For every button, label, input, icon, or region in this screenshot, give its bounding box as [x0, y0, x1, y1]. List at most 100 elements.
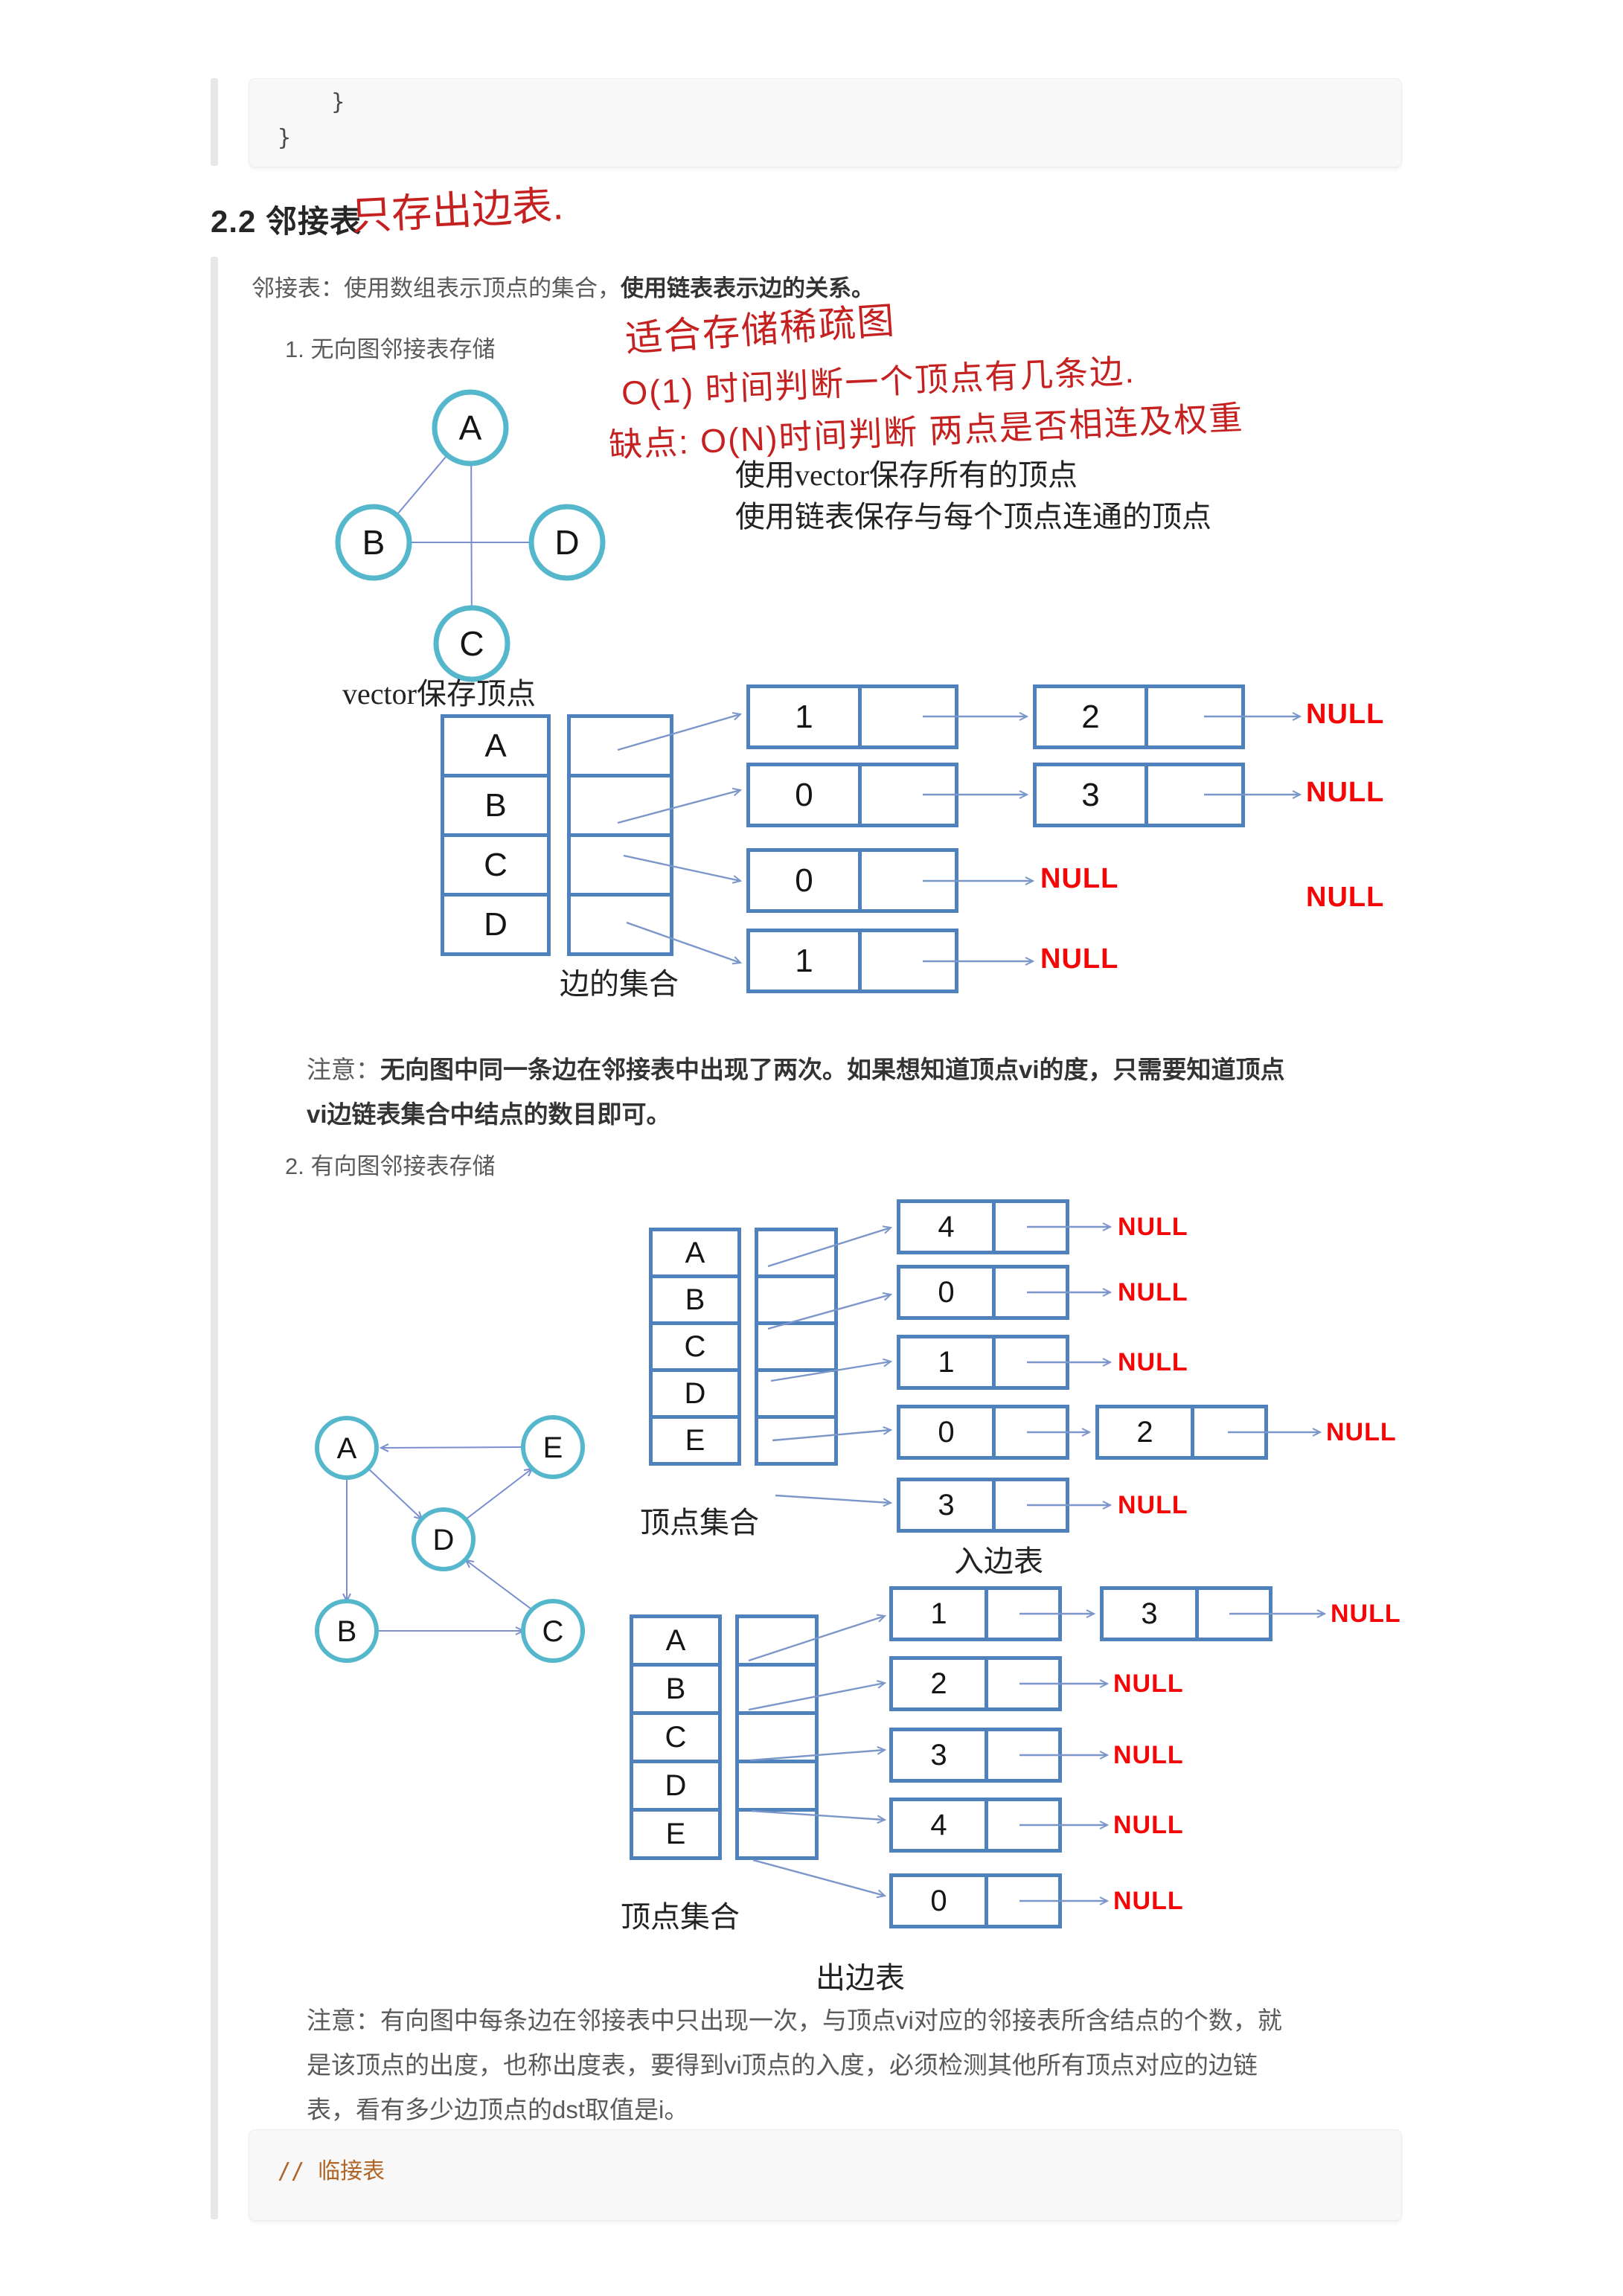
list-node-value: 3: [900, 1481, 996, 1529]
note-2-line-3: 表，看有多少边顶点的dst取值是i。: [307, 2096, 689, 2123]
null-label: NULL: [1331, 1600, 1401, 1628]
list-node-value: 1: [750, 932, 862, 990]
list-node-pointer: [1199, 1590, 1269, 1638]
undirected-vertex-column: A B C D: [441, 714, 551, 956]
handwritten-heading-note: 只存出边表.: [350, 183, 565, 239]
list-node-pointer: [988, 1590, 1058, 1638]
list-node-pointer: [862, 932, 955, 990]
vector-note-2: 使用链表保存与每个顶点连通的顶点: [735, 500, 1211, 533]
list-node-pointer: [996, 1481, 1066, 1529]
list-node-pointer: [862, 852, 955, 909]
note-2-line-2: 是该顶点的出度，也称出度表，要得到vi顶点的入度，必须检测其他所有顶点对应的边链: [307, 2051, 1258, 2079]
list-node-pointer: [988, 1660, 1058, 1707]
graph-circle-d: [412, 1507, 476, 1571]
graph-circle-c: [521, 1599, 585, 1663]
pointer-cell: [755, 1274, 838, 1325]
code-line: }: [278, 125, 292, 151]
vertex-set-label-in: 顶点集合: [640, 1506, 759, 1539]
list-node: 4: [889, 1798, 1062, 1853]
list-node: 3: [1033, 763, 1245, 827]
list-node-value: 0: [900, 1269, 996, 1316]
out-edge-vertex-column: A B C D E: [630, 1614, 722, 1860]
list-node-value: 1: [900, 1338, 996, 1386]
list-node-pointer: [862, 688, 955, 745]
intro-bold: 使用链表表示边的关系。: [621, 275, 874, 301]
vertex-cell: D: [649, 1368, 741, 1419]
list-node: 3: [889, 1728, 1062, 1783]
pointer-cell: [735, 1663, 819, 1715]
directed-graph: A E D B C: [315, 1415, 585, 1663]
graph-circle-a: [432, 389, 509, 466]
list-node-pointer: [988, 1801, 1058, 1849]
graph-circle-d: [528, 504, 606, 581]
list-node: 0: [889, 1873, 1062, 1928]
in-edge-table-label: 入边表: [954, 1545, 1043, 1578]
list-node-value: 4: [900, 1203, 996, 1251]
vertex-cell: B: [649, 1274, 741, 1325]
list-node-value: 3: [1037, 766, 1148, 824]
graph-circle-b: [315, 1599, 379, 1663]
graph-label-d: D: [433, 1524, 455, 1556]
null-label: NULL: [1113, 1887, 1184, 1915]
list-node-pointer: [1148, 766, 1241, 824]
pointer-cell: [755, 1321, 838, 1372]
list-node: 2: [1033, 684, 1245, 749]
graph-label-c: C: [542, 1615, 564, 1648]
list-node-pointer: [988, 1877, 1058, 1925]
list-node-pointer: [996, 1269, 1066, 1316]
edge-set-label: 边的集合: [560, 967, 679, 1001]
out-edge-pointer-column: [735, 1614, 819, 1860]
list-node-pointer: [996, 1338, 1066, 1386]
in-edge-pointer-column: [755, 1228, 838, 1466]
list-node-pointer: [996, 1408, 1066, 1456]
list-node-value: 4: [893, 1801, 988, 1849]
vertex-cell: C: [630, 1711, 722, 1763]
list-node: 2: [889, 1656, 1062, 1711]
list-node: 3: [897, 1478, 1069, 1533]
pointer-cell: [755, 1415, 838, 1466]
pointer-cell: [567, 833, 673, 897]
code-block-bottom: // 临接表: [249, 2129, 1402, 2221]
list-node-pointer: [1148, 688, 1241, 745]
graph-label-b: B: [337, 1615, 357, 1648]
list-item-2: 2. 有向图邻接表存储: [285, 1153, 496, 1179]
graph-label-b: B: [362, 523, 385, 562]
out-edge-table-label: 出边表: [816, 1961, 905, 1995]
list-node-pointer: [1194, 1408, 1264, 1456]
in-edge-vertex-column: A B C D E: [649, 1228, 741, 1466]
vertex-cell: D: [630, 1760, 722, 1812]
note-1-line-2: vi边链表集合中结点的数目即可。: [307, 1100, 671, 1128]
null-label: NULL: [1113, 1741, 1184, 1769]
pointer-cell: [735, 1760, 819, 1812]
list-node-value: 2: [1037, 688, 1148, 745]
vertex-set-label-out: 顶点集合: [621, 1900, 740, 1934]
null-label: NULL: [1118, 1278, 1188, 1306]
list-node-value: 0: [900, 1408, 996, 1456]
intro-normal: 邻接表：使用数组表示顶点的集合，: [252, 275, 621, 301]
list-node-value: 1: [893, 1590, 988, 1638]
list-node: 4: [897, 1199, 1069, 1254]
null-label: NULL: [1040, 943, 1119, 975]
null-label: NULL: [1113, 1670, 1184, 1698]
blockquote-bar-main: [211, 257, 218, 2219]
graph-label-a: A: [459, 408, 482, 447]
list-node: 0: [897, 1405, 1069, 1460]
null-label: NULL: [1118, 1348, 1188, 1376]
null-label: NULL: [1118, 1491, 1188, 1519]
list-node: 1: [746, 929, 958, 993]
list-node: 1: [746, 684, 958, 749]
null-label: NULL: [1040, 863, 1119, 894]
vertex-cell: B: [630, 1663, 722, 1715]
list-node-value: 0: [750, 852, 862, 909]
list-node-pointer: [996, 1203, 1066, 1251]
note-2-line-1: 注意：有向图中每条边在邻接表中只出现一次，与顶点vi对应的邻接表所含结点的个数，…: [307, 2007, 1282, 2034]
pointer-cell: [567, 774, 673, 837]
vertex-cell: E: [649, 1415, 741, 1466]
pointer-cell: [567, 714, 673, 777]
vertex-cell: D: [441, 893, 551, 956]
null-label-extra: NULL: [1306, 882, 1385, 913]
note-1-line-1: 注意：无向图中同一条边在邻接表中出现了两次。如果想知道顶点vi的度，只需要知道顶…: [307, 1056, 1285, 1083]
list-node: 0: [897, 1265, 1069, 1320]
list-node-pointer: [988, 1731, 1058, 1779]
list-node: 3: [1100, 1586, 1273, 1641]
